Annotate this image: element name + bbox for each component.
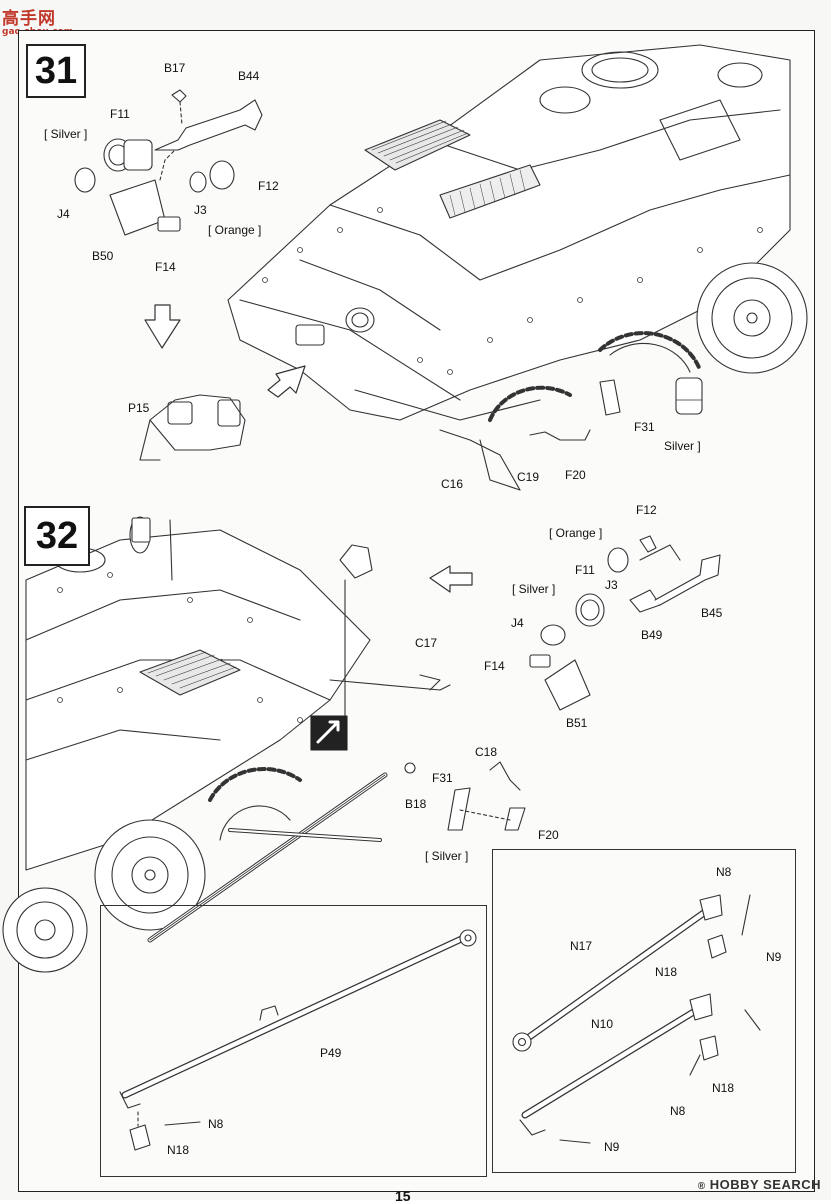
step32-wheel-3 xyxy=(2,887,88,973)
page-number: 15 xyxy=(395,1188,411,1204)
part-label: B18 xyxy=(405,797,427,811)
paint-note: [ Silver ] xyxy=(512,582,556,596)
part-label: P15 xyxy=(128,401,150,415)
part-label: F20 xyxy=(538,828,559,842)
step32-wheel-1 xyxy=(94,819,206,931)
part-label: B45 xyxy=(701,606,723,620)
watermark: ® HOBBY SEARCH xyxy=(698,1177,821,1192)
part-label: F12 xyxy=(258,179,279,193)
step32-vehicle-hull xyxy=(2,516,388,973)
part-label: C19 xyxy=(517,470,540,484)
subdetail-box-left xyxy=(100,905,487,1177)
step32-wheel-2 xyxy=(208,767,302,841)
watermark-text: HOBBY SEARCH xyxy=(709,1177,821,1192)
part-label: F14 xyxy=(484,659,505,673)
part-label: N8 xyxy=(716,865,732,879)
step31-vehicle-hull xyxy=(227,44,808,491)
part-label: F14 xyxy=(155,260,176,274)
part-label: J4 xyxy=(511,616,524,630)
part-label: N10 xyxy=(591,1017,614,1031)
part-label: N18 xyxy=(712,1081,735,1095)
registered-icon: ® xyxy=(697,1181,706,1192)
part-label: N17 xyxy=(570,939,593,953)
paint-note: Silver ] xyxy=(664,439,701,453)
part-label: N9 xyxy=(766,950,782,964)
part-label: N18 xyxy=(167,1143,190,1157)
step-number: 31 xyxy=(34,49,78,92)
step31-mirror-parts xyxy=(439,377,703,491)
step32-exploded-headlight xyxy=(329,535,721,831)
paint-note: [ Silver ] xyxy=(425,849,469,863)
step-number-box: 32 xyxy=(24,506,90,566)
part-label: F31 xyxy=(432,771,453,785)
part-label: F12 xyxy=(636,503,657,517)
step31-exploded-headlight xyxy=(74,89,263,236)
part-label: J3 xyxy=(605,578,618,592)
subdetail-left-art xyxy=(119,929,477,1151)
part-label: C16 xyxy=(441,477,464,491)
part-label: P49 xyxy=(320,1046,342,1060)
part-label: J3 xyxy=(194,203,207,217)
site-name: 高手网 xyxy=(2,9,56,29)
part-label: N9 xyxy=(604,1140,620,1154)
step-number: 32 xyxy=(35,514,79,557)
step-number-box: 31 xyxy=(26,44,86,98)
part-label: B17 xyxy=(164,61,186,75)
part-label: B49 xyxy=(641,628,663,642)
part-label: N8 xyxy=(670,1104,686,1118)
subdetail-box-right xyxy=(492,849,796,1173)
part-label: C18 xyxy=(475,745,498,759)
part-label: N8 xyxy=(208,1117,224,1131)
part-label: B50 xyxy=(92,249,114,263)
part-label: F11 xyxy=(575,563,595,577)
step31-p15-detail xyxy=(139,394,246,461)
step31-wheel-rear xyxy=(696,262,808,374)
part-label: F31 xyxy=(634,420,655,434)
part-label: J4 xyxy=(57,207,70,221)
subdetail-right-art xyxy=(512,894,761,1144)
paint-note: [ Orange ] xyxy=(208,223,262,237)
part-label: B44 xyxy=(238,69,260,83)
paint-note: [ Silver ] xyxy=(44,127,88,141)
part-label: B51 xyxy=(566,716,588,730)
part-label: F11 xyxy=(110,107,130,121)
step31-wheel-mid xyxy=(598,331,702,373)
part-label: N18 xyxy=(655,965,678,979)
part-label: F20 xyxy=(565,468,586,482)
part-label: C17 xyxy=(415,636,438,650)
step31-wheel-front xyxy=(479,385,572,491)
paint-note: [ Orange ] xyxy=(549,526,603,540)
